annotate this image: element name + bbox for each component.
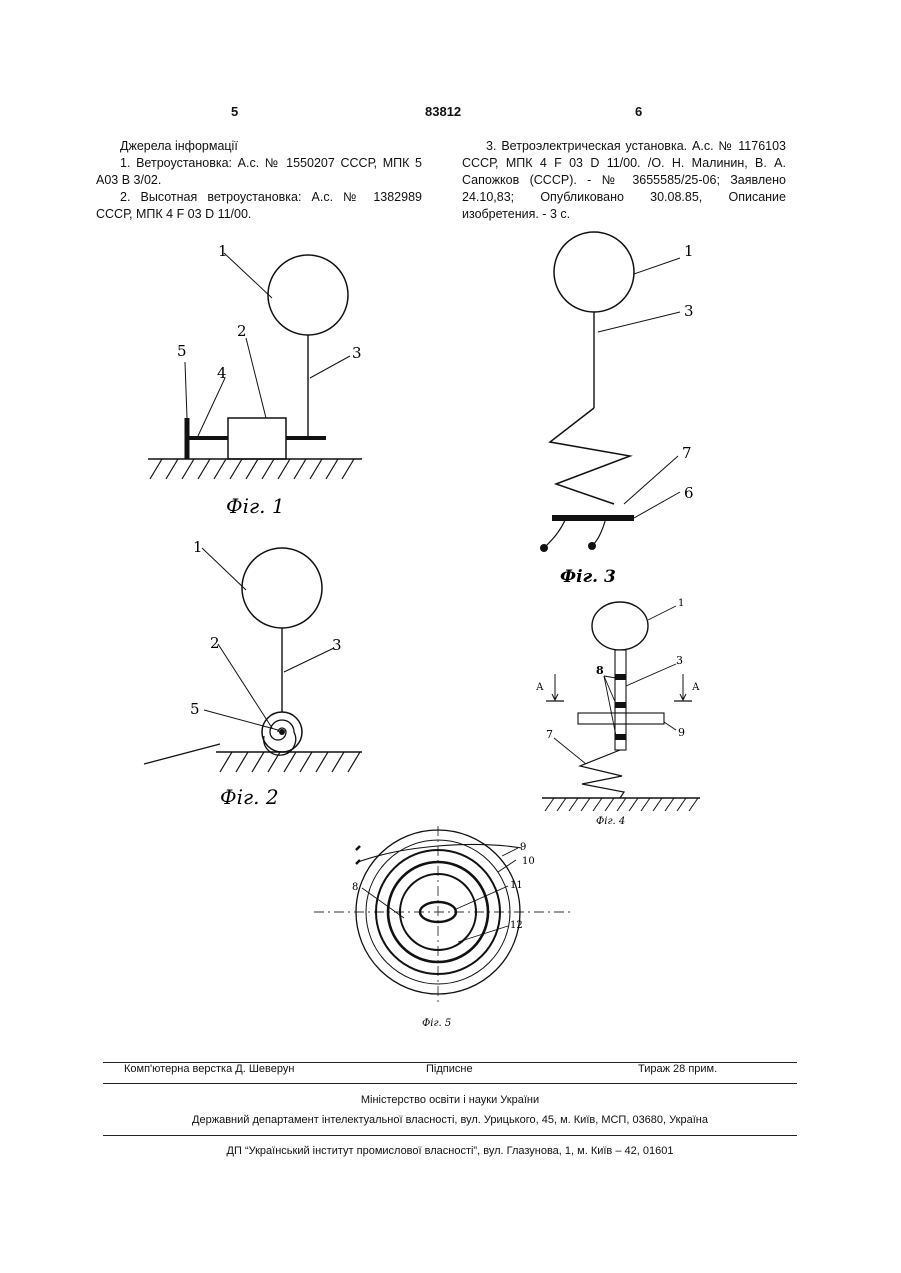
figure-1: 1 2 3 4 5 Фіг. 1	[140, 238, 370, 520]
fig4-section-left: А	[536, 682, 544, 693]
fig3-label-6: 6	[684, 484, 694, 502]
footer-ministry: Міністерство освіти і науки України	[103, 1094, 797, 1106]
sources-left-column: Джерела інформації 1. Ветроустановка: А.…	[96, 138, 422, 223]
footer-signed: Підписне	[426, 1063, 473, 1075]
footer-department: Державний департамент інтелектуальної вл…	[103, 1114, 797, 1126]
fig1-caption: Фіг. 1	[226, 494, 285, 518]
fig4-section-right: А	[692, 682, 700, 693]
fig3-label-7: 7	[682, 444, 692, 462]
fig4-label-8: 8	[596, 664, 604, 677]
fig5-label-12: 12	[510, 920, 523, 931]
figure-2: 1 2 3 5 Фіг. 2	[140, 534, 370, 814]
left-page-number: 5	[231, 104, 238, 119]
fig2-label-1: 1	[193, 538, 203, 556]
source-item-3: 3. Ветроэлектрическая установка. А.с. № …	[462, 138, 786, 223]
fig5-caption: Фіг. 5	[422, 1018, 451, 1029]
fig4-caption: Фіг. 4	[596, 816, 625, 827]
source-item-1: 1. Ветроустановка: А.с. № 1550207 СССР, …	[96, 155, 422, 189]
fig1-label-3: 3	[352, 344, 362, 362]
footer-rule-2	[103, 1083, 797, 1084]
fig3-caption: Фіг. 3	[560, 567, 616, 587]
figure-3: 1 3 7 6 Фіг. 3	[530, 228, 720, 590]
fig4-label-7: 7	[546, 728, 553, 741]
sources-heading: Джерела інформації	[96, 138, 422, 155]
fig3-label-3: 3	[684, 302, 694, 320]
fig2-label-3: 3	[332, 636, 342, 654]
fig4-label-9: 9	[678, 726, 685, 739]
footer-institute: ДП “Український інститут промислової вла…	[103, 1145, 797, 1157]
fig1-label-5: 5	[177, 342, 187, 360]
fig5-label-9: 9	[520, 842, 526, 853]
fig4-label-3: 3	[676, 654, 683, 667]
fig2-caption: Фіг. 2	[220, 785, 279, 809]
fig4-label-1: 1	[678, 598, 684, 609]
footer-layout: Комп'ютерна верстка Д. Шеверун	[124, 1063, 294, 1075]
fig1-label-2: 2	[237, 322, 247, 340]
fig1-label-1: 1	[218, 242, 228, 260]
source-item-2: 2. Высотная ветроустановка: А.с. № 13829…	[96, 189, 422, 223]
footer-rule-3	[103, 1135, 797, 1136]
fig5-label-10: 10	[522, 856, 535, 867]
footer-circulation: Тираж 28 прим.	[638, 1063, 717, 1075]
right-page-number: 6	[635, 104, 642, 119]
patent-number: 83812	[425, 104, 461, 119]
fig5-label-8: 8	[352, 882, 358, 893]
figure-4: 1 8 3 9 7 А А Фіг. 4	[530, 594, 710, 830]
sources-right-column: 3. Ветроэлектрическая установка. А.с. № …	[462, 138, 786, 223]
fig2-label-2: 2	[210, 634, 220, 652]
figure-5: 9 10 8 11 12 Фіг. 5	[312, 826, 574, 1034]
fig1-label-4: 4	[217, 364, 227, 382]
fig2-label-5: 5	[190, 700, 200, 718]
fig3-label-1: 1	[684, 242, 694, 260]
fig5-label-11: 11	[510, 880, 523, 891]
